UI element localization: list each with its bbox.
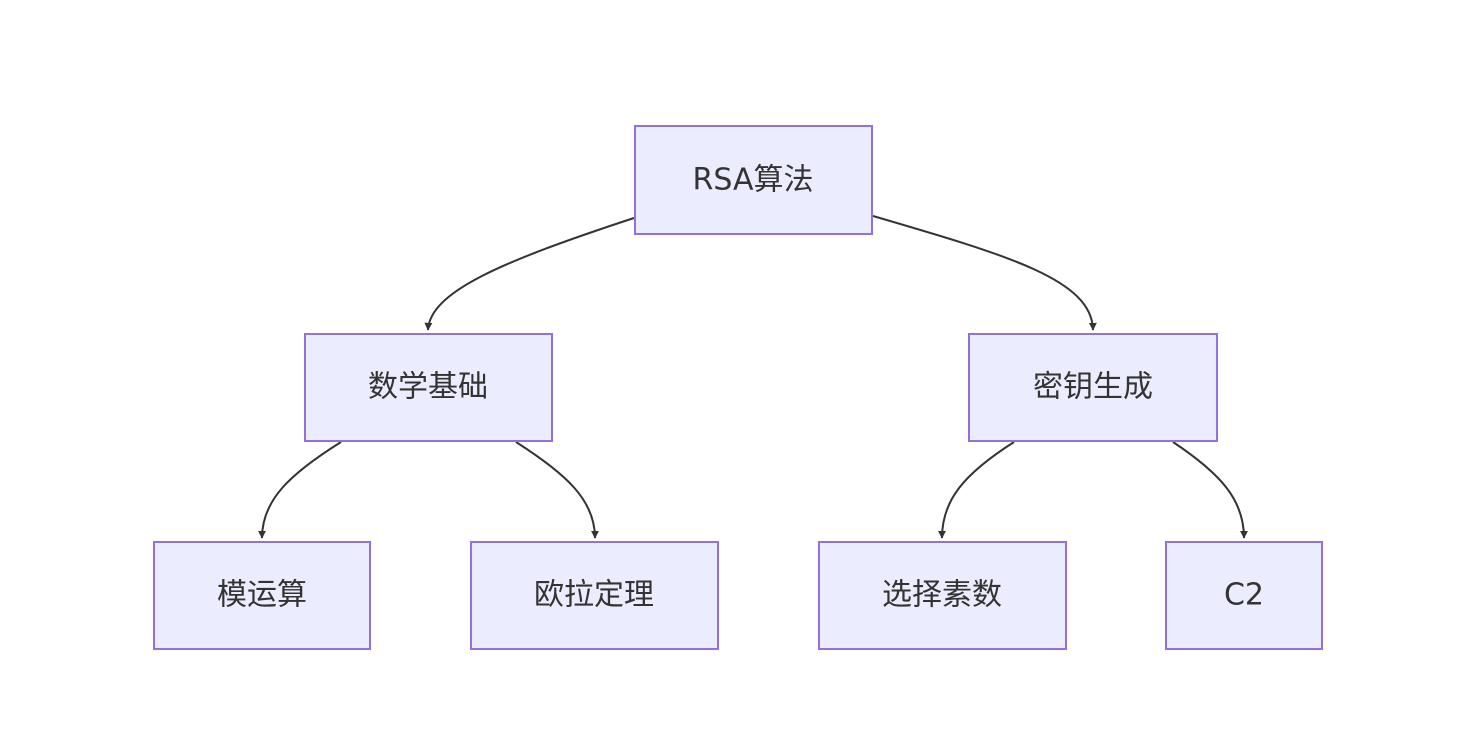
node-key-generation[interactable]: 密钥生成 bbox=[968, 333, 1218, 442]
edge-math-to-euler bbox=[515, 441, 599, 539]
edge-keygen-to-c2 bbox=[1172, 441, 1248, 539]
node-c2[interactable]: C2 bbox=[1165, 541, 1323, 650]
node-c2-label: C2 bbox=[1224, 578, 1264, 613]
node-euler-theorem[interactable]: 欧拉定理 bbox=[470, 541, 719, 650]
edge-root-to-keygen bbox=[872, 215, 1097, 331]
edge-root-to-math bbox=[424, 217, 635, 331]
node-euler-theorem-label: 欧拉定理 bbox=[534, 578, 654, 613]
node-modular-arithmetic[interactable]: 模运算 bbox=[153, 541, 371, 650]
edge-math-to-mod bbox=[258, 441, 342, 539]
node-rsa-algorithm[interactable]: RSA算法 bbox=[634, 125, 873, 235]
node-select-primes[interactable]: 选择素数 bbox=[818, 541, 1067, 650]
node-math-foundations-label: 数学基础 bbox=[368, 370, 488, 405]
node-modular-arithmetic-label: 模运算 bbox=[217, 578, 307, 613]
node-math-foundations[interactable]: 数学基础 bbox=[304, 333, 553, 442]
edge-keygen-to-primes bbox=[938, 441, 1015, 539]
node-rsa-algorithm-label: RSA算法 bbox=[693, 163, 814, 198]
node-select-primes-label: 选择素数 bbox=[882, 578, 1002, 613]
node-key-generation-label: 密钥生成 bbox=[1033, 370, 1153, 405]
